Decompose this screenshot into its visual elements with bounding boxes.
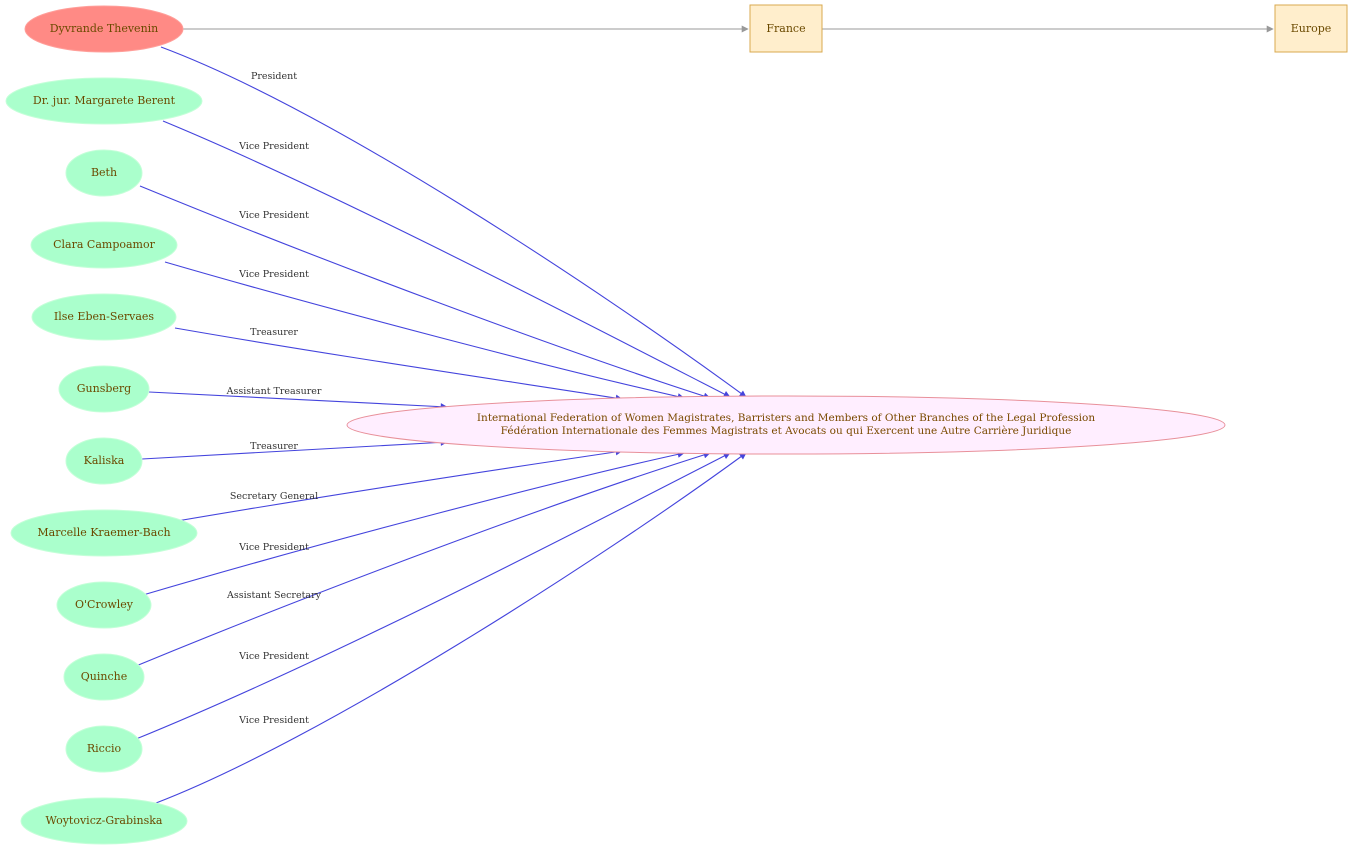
role-label-8: Vice President <box>238 542 309 553</box>
person-node[interactable]: Gunsberg <box>58 365 150 413</box>
edge-role-8 <box>142 450 685 596</box>
person-label: Woytovicz-Grabinska <box>46 814 163 827</box>
role-label-5: Assistant Treasurer <box>226 386 322 397</box>
person-label: Ilse Eben-Servaes <box>54 310 154 323</box>
person-label: Clara Campoamor <box>53 238 155 251</box>
place-label-europe: Europe <box>1291 22 1332 35</box>
person-label: Dr. jur. Margarete Berent <box>33 94 176 107</box>
role-label-7: Secretary General <box>230 491 318 502</box>
founder-node[interactable]: Dyvrande Thevenin <box>24 5 184 53</box>
role-labels: President Vice President Vice President … <box>226 71 322 726</box>
role-label-4: Treasurer <box>250 327 298 338</box>
person-node[interactable]: Woytovicz-Grabinska <box>20 797 188 845</box>
person-label: Kaliska <box>84 454 125 467</box>
person-node[interactable]: O'Crowley <box>56 581 152 629</box>
organization-name-fr: Fédération Internationale des Femmes Mag… <box>501 425 1072 437</box>
person-node[interactable]: Dr. jur. Margarete Berent <box>5 77 203 125</box>
edge-role-5 <box>148 391 448 411</box>
person-node[interactable]: Ilse Eben-Servaes <box>31 293 177 341</box>
place-label-france: France <box>766 22 805 35</box>
person-label: Beth <box>91 166 117 179</box>
person-node[interactable]: Marcelle Kraemer-Bach <box>10 509 198 557</box>
role-label-6: Treasurer <box>250 441 298 452</box>
person-label: O'Crowley <box>75 598 134 611</box>
person-node[interactable]: Quinche <box>63 653 145 701</box>
role-label-9: Assistant Secretary <box>226 590 322 601</box>
edge-role-2 <box>139 185 711 400</box>
person-label: Gunsberg <box>77 382 131 395</box>
person-label: Riccio <box>87 742 122 755</box>
edge-role-6 <box>141 438 448 460</box>
role-label-2: Vice President <box>238 210 309 221</box>
role-label-10: Vice President <box>238 651 309 662</box>
place-node-europe[interactable]: Europe <box>1274 4 1348 53</box>
role-edges <box>135 46 747 804</box>
person-label: Marcelle Kraemer-Bach <box>37 526 170 539</box>
edge-role-9 <box>135 451 711 667</box>
edge-role-0 <box>160 46 747 398</box>
role-label-3: Vice President <box>238 269 309 280</box>
organization-name-en: International Federation of Women Magist… <box>477 412 1095 424</box>
person-label: Quinche <box>81 670 127 683</box>
place-node-france[interactable]: France <box>749 4 823 53</box>
role-label-0: President <box>251 71 297 82</box>
person-node[interactable]: Beth <box>65 149 143 197</box>
edge-role-1 <box>162 120 731 398</box>
role-label-11: Vice President <box>238 715 309 726</box>
role-label-1: Vice President <box>238 141 309 152</box>
person-node[interactable]: Riccio <box>65 725 143 773</box>
founder-label: Dyvrande Thevenin <box>50 22 159 35</box>
person-node[interactable]: Clara Campoamor <box>30 221 178 269</box>
edge-role-3 <box>164 261 685 401</box>
edge-role-10 <box>135 452 731 740</box>
person-node[interactable]: Kaliska <box>65 437 143 485</box>
edge-role-4 <box>174 327 623 402</box>
edge-role-7 <box>176 448 623 522</box>
organization-node[interactable]: International Federation of Women Magist… <box>346 395 1226 455</box>
edge-role-11 <box>155 452 747 804</box>
